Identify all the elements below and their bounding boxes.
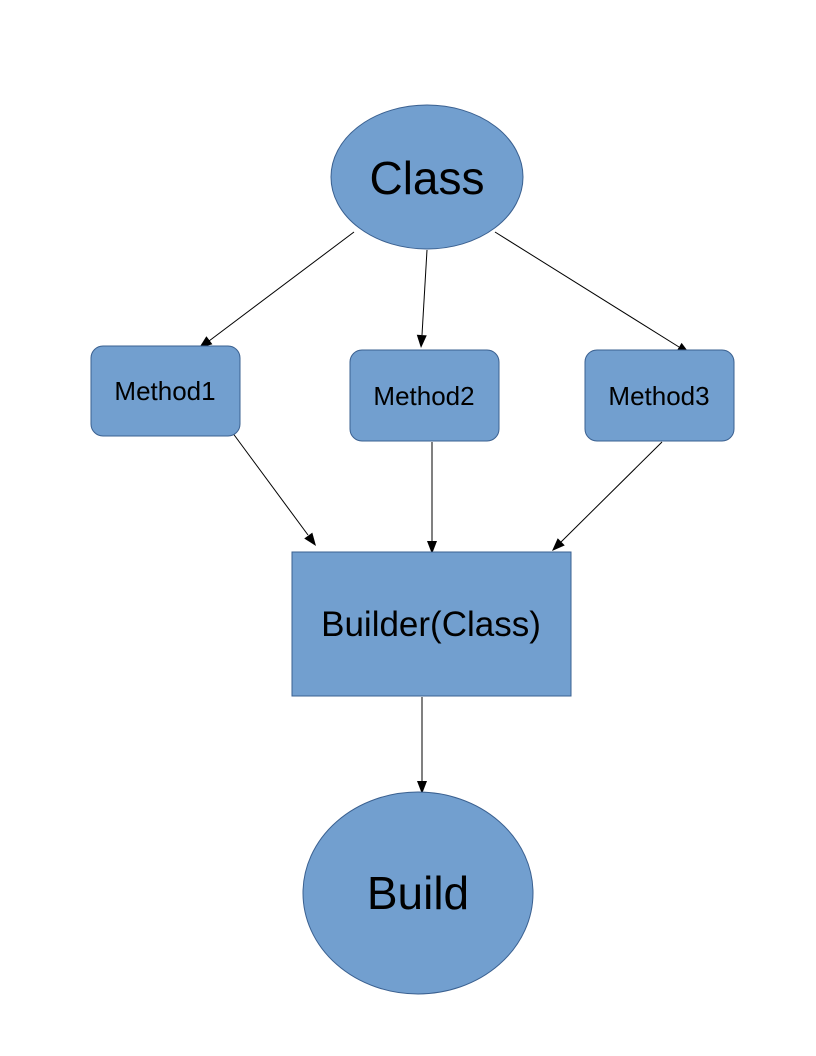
edges <box>199 231 690 794</box>
edge-builder-to-build <box>417 697 427 794</box>
class-ellipse <box>330 104 524 250</box>
build-label: Build <box>367 867 469 919</box>
class-node: Class <box>330 104 524 250</box>
edge-method3-to-builder <box>552 441 663 551</box>
build-node: Build <box>302 791 534 995</box>
edge-method1-to-builder <box>231 431 316 546</box>
method2-node: Method2 <box>349 349 500 442</box>
class-label: Class <box>369 152 484 204</box>
edge-class-to-method3 <box>494 231 690 354</box>
builder-node: Builder(Class) <box>291 551 572 697</box>
edge-class-to-method2 <box>416 249 428 348</box>
method3-label: Method3 <box>608 381 709 411</box>
builder-box <box>291 551 572 697</box>
method3-node: Method3 <box>584 349 735 442</box>
method2-box <box>349 349 500 442</box>
edge-class-to-method1 <box>199 231 355 348</box>
builder-label: Builder(Class) <box>321 605 541 644</box>
edge-method2-to-builder <box>427 442 437 554</box>
method1-box <box>90 345 241 437</box>
method1-node: Method1 <box>90 345 241 437</box>
method1-label: Method1 <box>114 376 215 406</box>
method3-box <box>584 349 735 442</box>
method2-label: Method2 <box>373 381 474 411</box>
build-ellipse <box>302 791 534 995</box>
